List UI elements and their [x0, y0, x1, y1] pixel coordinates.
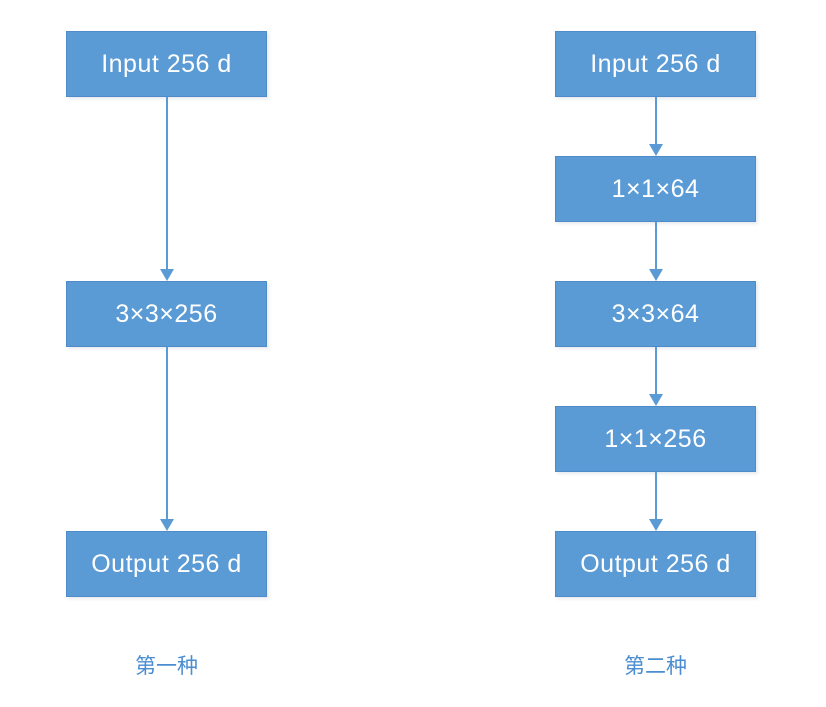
- arrowhead-down-icon: [648, 394, 663, 406]
- right-arrow-4: [555, 472, 756, 531]
- arrowhead-down-icon: [648, 144, 663, 156]
- arrow-line: [654, 347, 657, 394]
- arrow-line: [654, 97, 657, 144]
- right-column-caption: 第二种: [624, 655, 687, 678]
- arrowhead-down-icon: [159, 519, 174, 531]
- right-arrow-1: [555, 97, 756, 156]
- right-arrow-3: [555, 347, 756, 406]
- left-node-conv-3x3x256: 3×3×256: [66, 281, 267, 347]
- arrow-line: [654, 472, 657, 519]
- right-node-input: Input 256 d: [555, 31, 756, 97]
- left-node-input: Input 256 d: [66, 31, 267, 97]
- right-node-conv-1x1x64: 1×1×64: [555, 156, 756, 222]
- right-arrow-2: [555, 222, 756, 281]
- arrow-line: [165, 97, 168, 269]
- arrowhead-down-icon: [648, 269, 663, 281]
- arrow-line: [165, 347, 168, 519]
- arrowhead-down-icon: [648, 519, 663, 531]
- left-node-output: Output 256 d: [66, 531, 267, 597]
- arrow-line: [654, 222, 657, 269]
- left-column-caption: 第一种: [135, 655, 198, 678]
- left-arrow-input-to-conv: [66, 97, 267, 281]
- left-arrow-conv-to-output: [66, 347, 267, 531]
- right-node-output: Output 256 d: [555, 531, 756, 597]
- right-node-conv-1x1x256: 1×1×256: [555, 406, 756, 472]
- arrowhead-down-icon: [159, 269, 174, 281]
- right-node-conv-3x3x64: 3×3×64: [555, 281, 756, 347]
